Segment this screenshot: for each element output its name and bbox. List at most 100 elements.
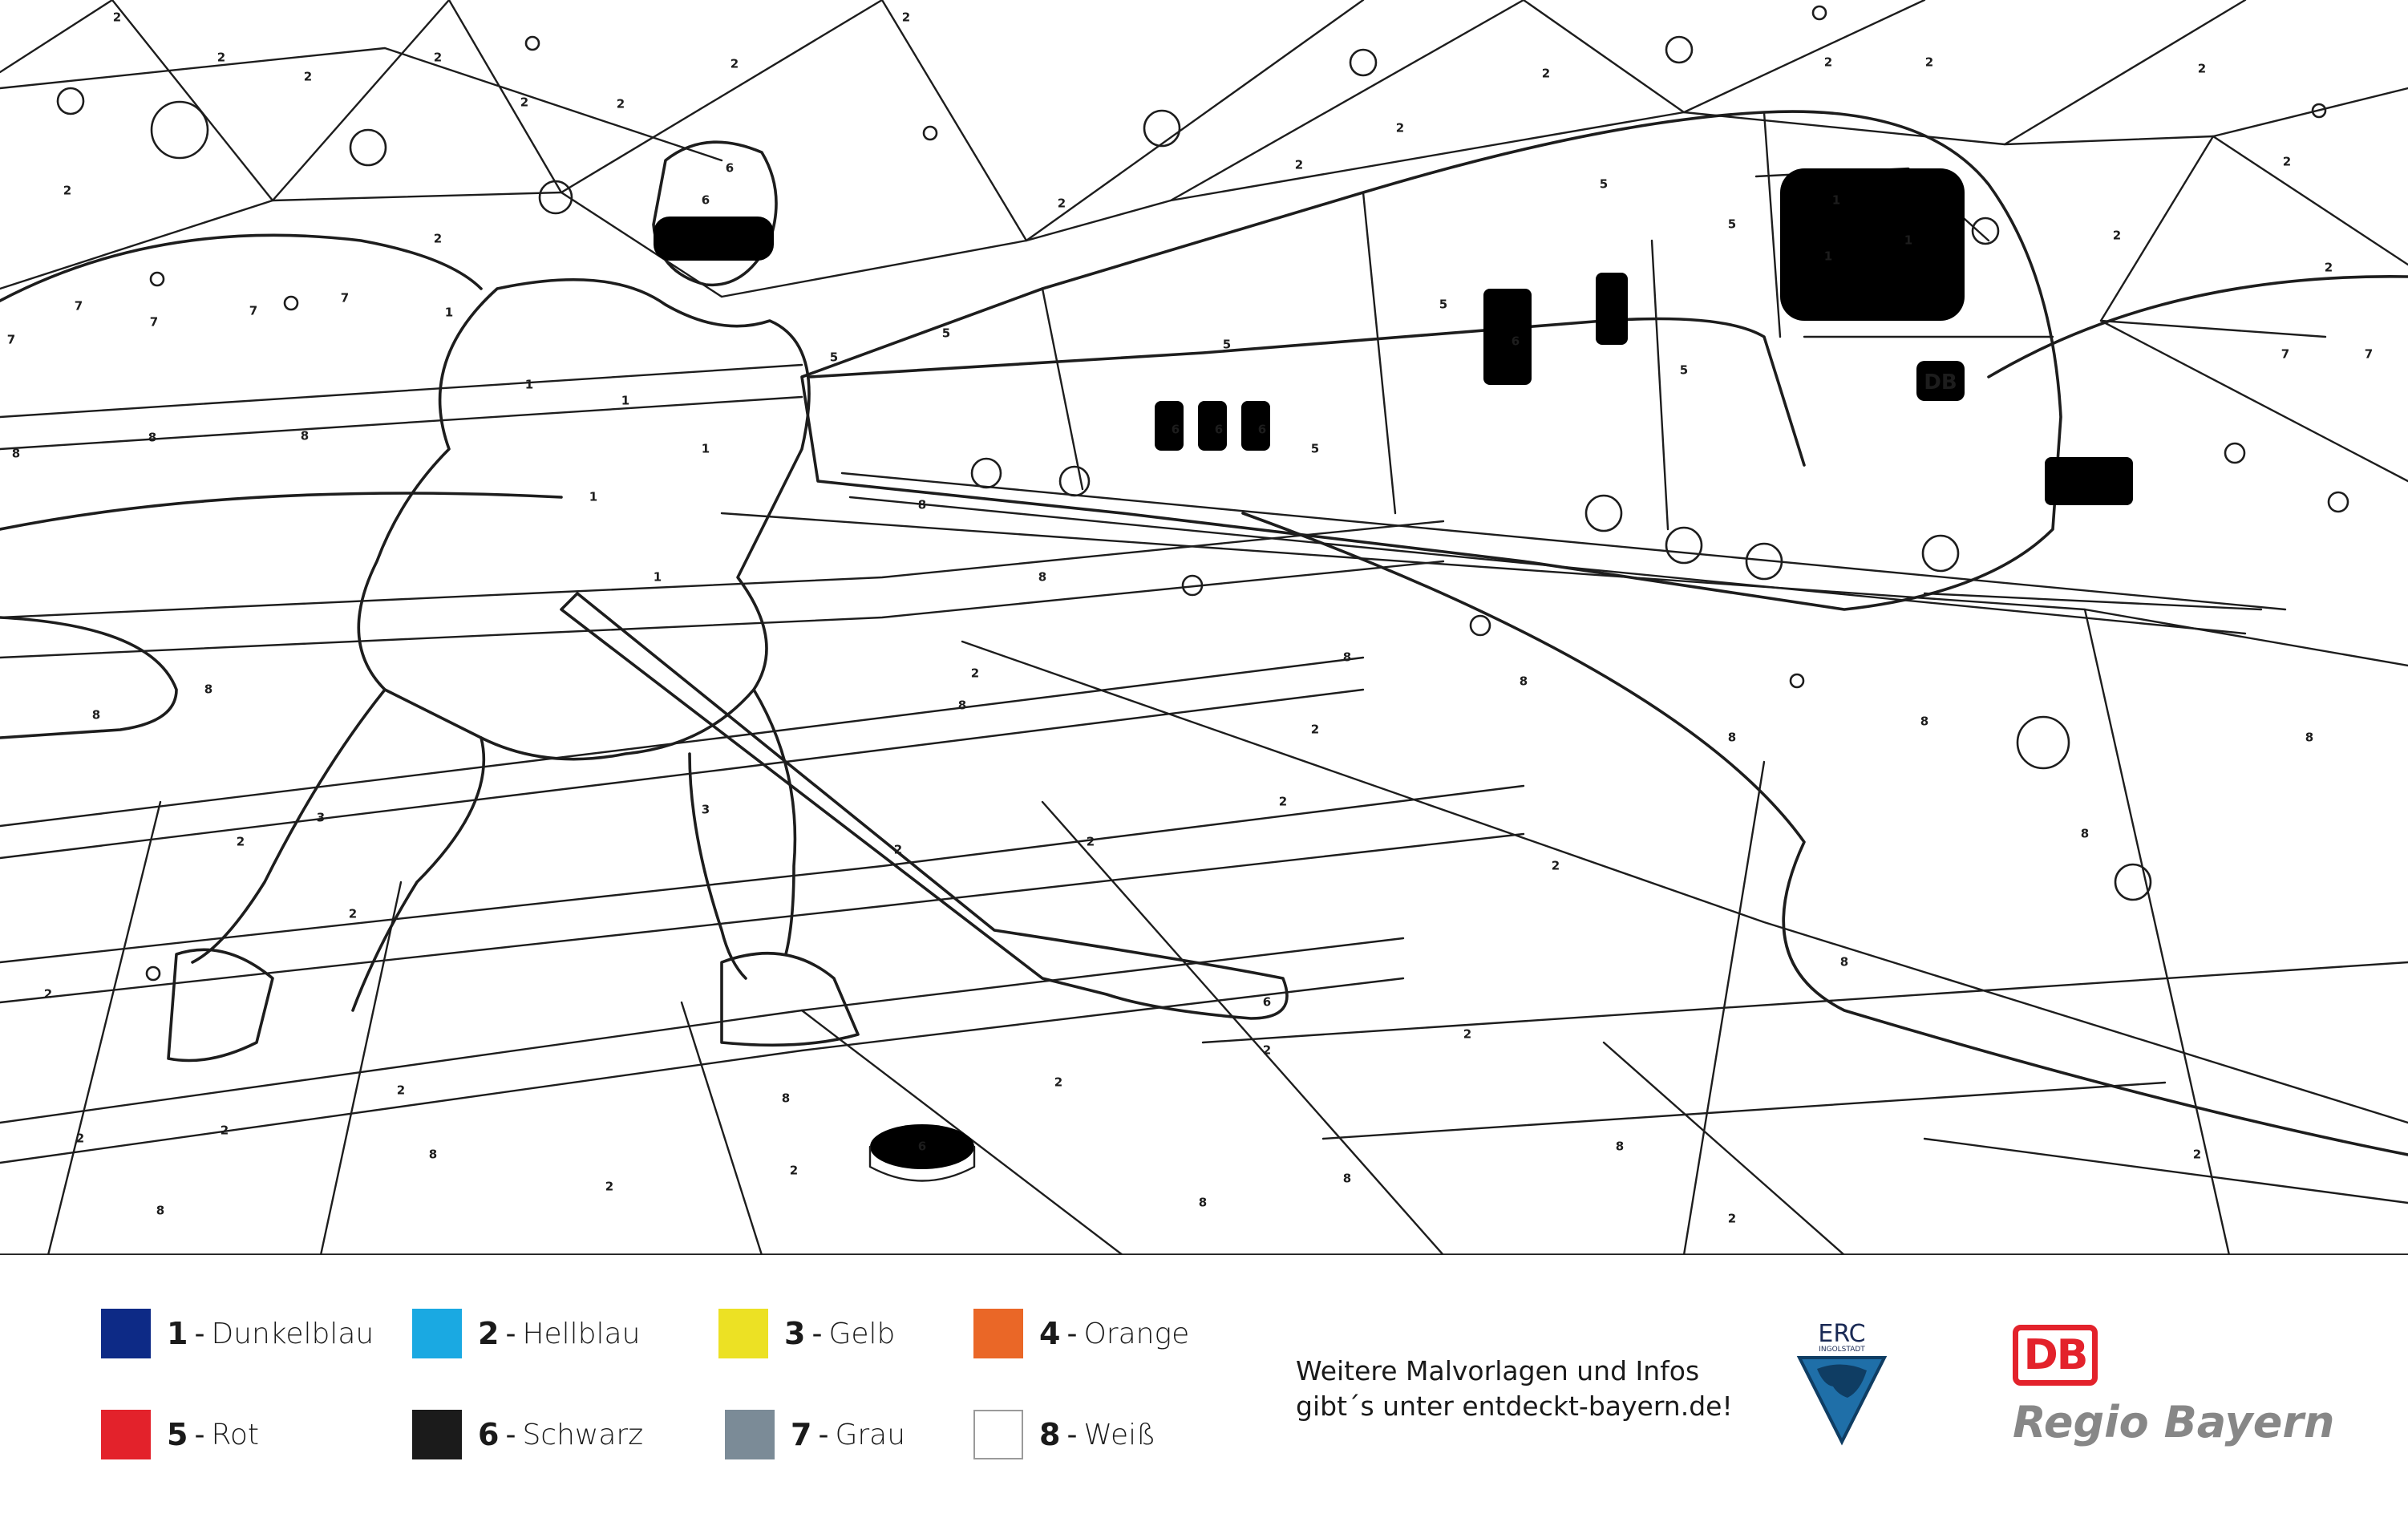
swatch-black [412, 1410, 462, 1459]
rink-boundary [0, 492, 2408, 1156]
svg-text:2: 2 [790, 1164, 798, 1178]
legend-separator: - [1066, 1418, 1078, 1451]
svg-text:8: 8 [1343, 1172, 1351, 1186]
svg-text:7: 7 [249, 304, 257, 318]
legend-separator: - [811, 1317, 823, 1350]
svg-text:8: 8 [301, 429, 309, 443]
legend-item-6: 6 - Schwarz [412, 1410, 643, 1459]
svg-text:8: 8 [429, 1148, 437, 1162]
legend-color-name: Weiß [1083, 1418, 1156, 1451]
legend-separator: - [1066, 1317, 1078, 1350]
svg-text:2: 2 [349, 907, 357, 921]
svg-text:1: 1 [1832, 193, 1840, 208]
svg-text:6: 6 [1258, 423, 1266, 437]
svg-text:1: 1 [702, 442, 710, 456]
svg-text:8: 8 [918, 498, 926, 512]
swatch-red [101, 1410, 151, 1459]
svg-text:2: 2 [76, 1131, 84, 1146]
svg-text:1: 1 [621, 394, 629, 408]
svg-text:8: 8 [1616, 1140, 1624, 1154]
svg-text:5: 5 [1311, 442, 1319, 456]
svg-text:2: 2 [2325, 261, 2333, 275]
legend-color-name: Schwarz [522, 1418, 644, 1451]
legend-item-3: 3 - Gelb [718, 1309, 895, 1358]
legend-item-2: 2 - Hellblau [412, 1309, 640, 1358]
legend-color-name: Hellblau [522, 1317, 641, 1350]
svg-text:2: 2 [971, 666, 979, 681]
swatch-light-blue [412, 1309, 462, 1358]
svg-text:8: 8 [958, 698, 966, 713]
legend-item-8: 8 - Weiß [973, 1410, 1155, 1459]
info-line-1: Weitere Malvorlagen und Infos [1296, 1355, 1700, 1386]
svg-text:8: 8 [12, 447, 20, 461]
svg-text:2: 2 [1263, 1043, 1271, 1058]
svg-text:7: 7 [150, 315, 158, 330]
legend-item-1: 1 - Dunkelblau [101, 1309, 374, 1358]
swatch-white [973, 1410, 1023, 1459]
svg-text:2: 2 [1311, 723, 1319, 737]
coloring-artwork: DB [0, 0, 2408, 1255]
legend-number: 4 [1039, 1316, 1061, 1351]
svg-text:8: 8 [204, 682, 212, 697]
svg-text:5: 5 [1439, 298, 1447, 312]
legend-separator: - [505, 1418, 516, 1451]
svg-text:2: 2 [217, 51, 225, 65]
svg-text:2: 2 [1396, 121, 1404, 136]
svg-text:7: 7 [2365, 347, 2373, 362]
svg-text:5: 5 [1600, 177, 1608, 192]
legend-separator: - [194, 1418, 205, 1451]
svg-text:6: 6 [918, 1140, 926, 1154]
svg-text:2: 2 [113, 10, 121, 25]
db-logo-text: DB [2023, 1331, 2089, 1379]
legend-item-5: 5 - Rot [101, 1410, 259, 1459]
svg-text:6: 6 [726, 161, 734, 176]
svg-text:2: 2 [2198, 62, 2206, 76]
svg-text:2: 2 [1925, 55, 1933, 70]
legend-item-7: 7 - Grau [725, 1410, 905, 1459]
legend-number: 5 [167, 1417, 188, 1452]
svg-text:8: 8 [2081, 827, 2089, 841]
swatch-dark-blue [101, 1309, 151, 1358]
svg-text:2: 2 [605, 1180, 613, 1194]
legend-color-name: Grau [835, 1418, 906, 1451]
svg-text:3: 3 [317, 811, 325, 825]
svg-text:2: 2 [1279, 795, 1287, 809]
svg-text:6: 6 [1215, 423, 1223, 437]
svg-text:5: 5 [830, 350, 838, 365]
svg-text:2: 2 [1728, 1212, 1736, 1226]
svg-text:8: 8 [1840, 955, 1848, 970]
svg-text:2: 2 [1463, 1027, 1471, 1042]
svg-text:2: 2 [1087, 835, 1095, 849]
legend-separator: - [194, 1317, 205, 1350]
svg-text:2: 2 [617, 97, 625, 111]
db-logo: DB [2013, 1325, 2098, 1386]
legend-number: 6 [478, 1417, 500, 1452]
svg-text:2: 2 [63, 184, 71, 198]
erc-logo-text: ERC [1818, 1320, 1865, 1348]
swatch-orange [973, 1309, 1023, 1358]
swatch-yellow [718, 1309, 768, 1358]
svg-text:6: 6 [702, 193, 710, 208]
svg-text:2: 2 [1295, 158, 1303, 172]
svg-text:8: 8 [156, 1204, 164, 1218]
svg-text:8: 8 [782, 1091, 790, 1106]
legend-item-4: 4 - Orange [973, 1309, 1189, 1358]
svg-text:2: 2 [304, 70, 312, 84]
erc-logo-subtext: INGOLSTADT [1819, 1346, 1865, 1354]
legend-separator: - [818, 1418, 829, 1451]
svg-text:5: 5 [1680, 363, 1688, 378]
svg-text:5: 5 [1728, 217, 1736, 232]
svg-text:5: 5 [1223, 338, 1231, 352]
svg-text:1: 1 [589, 490, 597, 504]
hockey-player [167, 140, 1289, 1182]
svg-text:2: 2 [1824, 55, 1832, 70]
svg-text:2: 2 [730, 57, 739, 71]
svg-text:2: 2 [2193, 1148, 2201, 1162]
legend-number: 3 [784, 1316, 806, 1351]
legend-number: 8 [1039, 1417, 1061, 1452]
svg-text:7: 7 [341, 291, 349, 306]
svg-text:8: 8 [148, 431, 156, 445]
legend-number: 1 [167, 1316, 188, 1351]
svg-text:8: 8 [1038, 570, 1046, 585]
svg-text:2: 2 [221, 1123, 229, 1138]
